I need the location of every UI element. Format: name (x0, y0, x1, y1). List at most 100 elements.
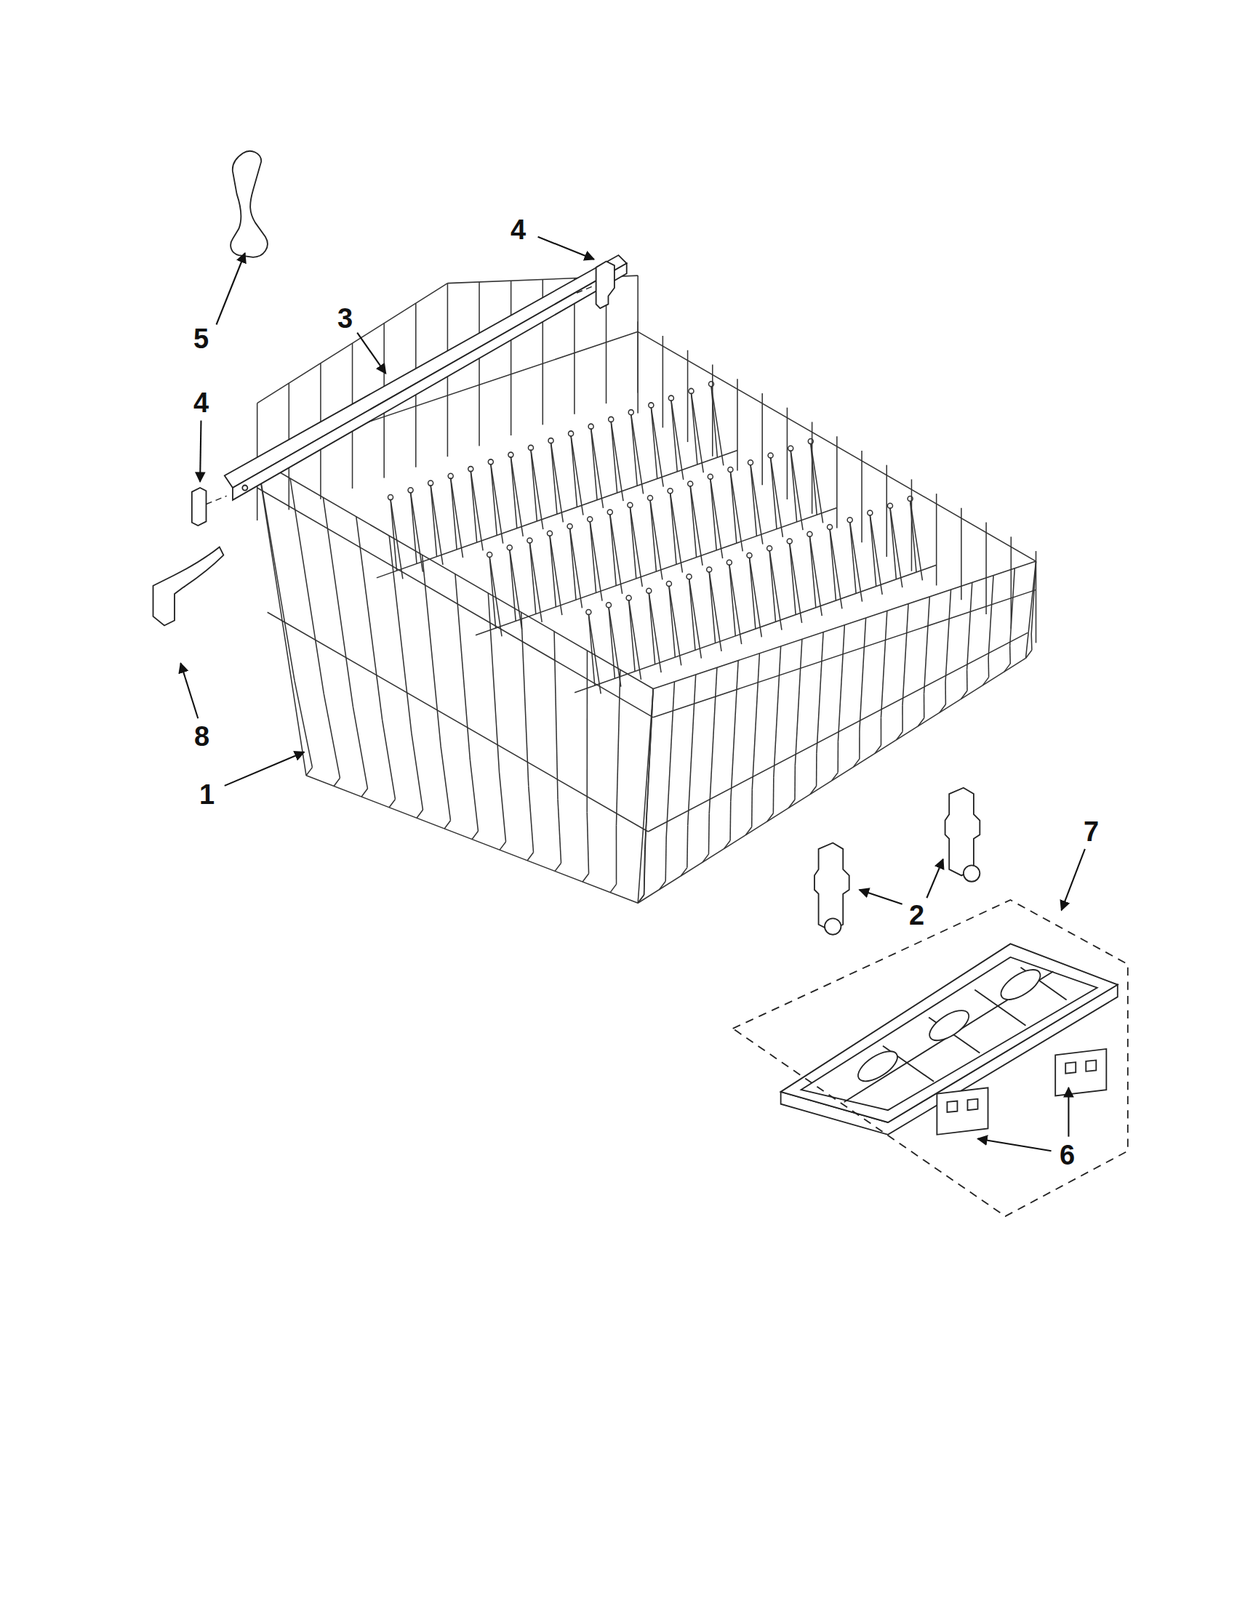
group-outline (733, 900, 1128, 1217)
rack-wire (729, 565, 742, 645)
rack-wire (588, 614, 601, 694)
rack-wire (773, 778, 775, 814)
rack-wire (389, 799, 395, 808)
tine-tip (767, 453, 774, 459)
rack-wire (786, 407, 789, 500)
rack-wire (767, 813, 774, 822)
rack-wire (333, 778, 340, 787)
tine-tip (587, 517, 593, 523)
rack-wire (648, 593, 662, 673)
rack-wire (629, 599, 642, 680)
leader-line (859, 890, 903, 905)
tine-tip (527, 538, 533, 544)
callout-number: 1 (199, 781, 215, 809)
rack-wire (901, 706, 904, 733)
tine-tip (887, 503, 893, 509)
rack-wire (422, 554, 442, 747)
tine-tip (867, 510, 873, 516)
callout-number: 4 (510, 215, 526, 244)
tine-tip (707, 474, 713, 480)
rack-wire (710, 479, 723, 559)
rack-wire (687, 350, 689, 443)
rack-wire (637, 895, 644, 904)
rack-wire (645, 689, 654, 851)
rack-wire (306, 767, 312, 776)
rack-wire (257, 487, 654, 718)
tine-tip (687, 481, 694, 487)
rack-wire (290, 478, 324, 694)
tine-tip (648, 402, 654, 408)
leader-line (1061, 849, 1086, 911)
rack-wire (411, 733, 424, 811)
rack-wire (745, 826, 752, 835)
tine-tip (647, 495, 653, 502)
rack-wire (528, 786, 534, 853)
rack-wire (751, 653, 760, 790)
rack-wire (708, 813, 710, 855)
rack-wire (530, 450, 544, 530)
rack-wire (861, 450, 863, 543)
tine-tip (487, 552, 493, 558)
tray-cell (925, 1005, 974, 1047)
rack-wire (859, 618, 867, 731)
rack-wire (653, 589, 1036, 718)
rack-wire (987, 658, 990, 678)
rack-wire (629, 507, 643, 587)
tine-tip (508, 452, 514, 458)
rack-wire (557, 799, 562, 864)
rack-wire (389, 535, 412, 734)
rack-wire (809, 536, 822, 616)
rack-wire (935, 493, 938, 586)
rack-bracket (153, 546, 224, 626)
tine-tip (606, 602, 612, 608)
rack-wire (810, 443, 824, 523)
rack-wire (410, 492, 424, 572)
rack-wire (702, 854, 709, 863)
rack-wire (853, 759, 859, 768)
tine-tip (468, 466, 474, 472)
assembly-line (206, 495, 227, 504)
rack-wire (471, 831, 478, 840)
rack-wire (880, 717, 883, 746)
rack-wire (469, 759, 478, 832)
rack-wire (554, 863, 561, 872)
rack-wire (789, 543, 803, 623)
rack-wire (924, 597, 931, 695)
rack-wire (1010, 568, 1016, 647)
tine-tip (668, 395, 674, 401)
rack-wire (521, 612, 529, 787)
rack-wire (510, 280, 512, 436)
tine-tip (388, 495, 394, 501)
tine-tip (607, 509, 613, 515)
rack-wire (966, 669, 968, 691)
rack-wire (816, 632, 824, 755)
rack-wire (988, 575, 994, 659)
rack-wire (551, 442, 564, 523)
tine-tip (748, 460, 754, 466)
rack-roller (945, 788, 981, 877)
rack-wire (644, 850, 646, 896)
rack-wire (257, 459, 295, 682)
rack-rail-face (232, 263, 627, 501)
rack-wire (489, 557, 502, 637)
rack-wire (749, 557, 762, 638)
rack-wire (1025, 650, 1032, 659)
rack-wire (944, 682, 947, 705)
rack-wire (529, 542, 542, 622)
rack-wire (896, 731, 903, 740)
tine-tip (447, 473, 454, 479)
rack-wire (382, 720, 396, 800)
rack-wire (267, 612, 648, 832)
leader-line (199, 420, 201, 482)
tine-tip (487, 459, 494, 465)
rack-wire (650, 407, 664, 487)
rack-wire (836, 436, 838, 528)
rack-wire (450, 478, 464, 558)
tine-tip (827, 525, 833, 531)
upper-rack (257, 275, 1037, 904)
tine-tip (807, 439, 814, 445)
rack-wire (322, 497, 353, 707)
tine-tip (548, 438, 554, 444)
tine-tip (709, 381, 715, 387)
tine-tip (688, 388, 694, 394)
